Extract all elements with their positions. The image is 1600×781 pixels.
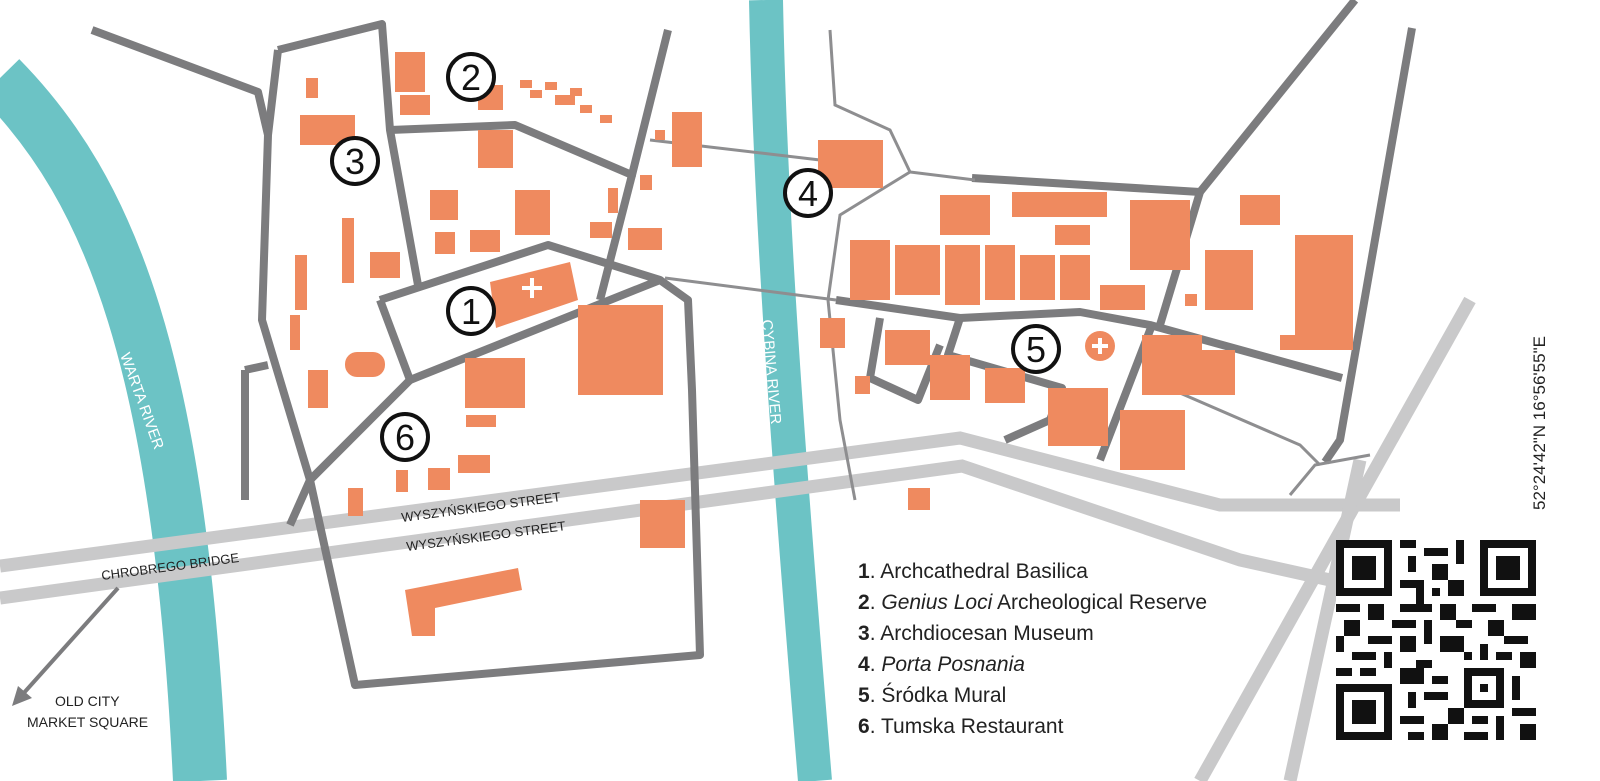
buildings [290,52,1353,636]
svg-text:4: 4 [798,173,818,214]
qr-code-icon[interactable] [1336,540,1536,740]
gps-coordinates: 52°24'42"N 16°56'55"E [1530,336,1549,510]
svg-text:3: 3 [345,141,365,182]
arrow-southwest-icon [12,586,120,706]
marker-5: 5 [1011,324,1061,374]
marker-4: 4 [783,168,833,218]
marker-6: 6 [380,412,430,462]
svg-text:5: 5 [1026,329,1046,370]
marker-1: 1 [446,286,496,336]
svg-text:2: 2 [461,57,481,98]
svg-text:6: 6 [395,417,415,458]
cybina-river [749,0,832,781]
main-roads [0,296,1476,781]
legend-item-3: 3. Archdiocesan Museum [858,622,1094,645]
streets [90,0,1416,689]
wyszynskiego-south-label: WYSZYŃSKIEGO STREET [405,518,566,554]
place-markers: 1 2 3 4 5 6 [330,52,1061,462]
svg-text:1: 1 [461,291,481,332]
church-cross-icon [522,278,542,298]
marker-3: 3 [330,136,380,186]
legend-item-1: 1. Archcathedral Basilica [858,560,1088,583]
warta-river [0,59,227,781]
map-legend: 1. Archcathedral Basilica 2. Genius Loci… [858,556,1207,742]
legend-item-2: 2. Genius Loci Archeological Reserve [858,591,1208,614]
legend-item-4: 4. Porta Posnania [858,653,1025,676]
marker-2: 2 [446,52,496,102]
old-city-label: OLD CITY [55,693,120,709]
market-square-label: MARKET SQUARE [27,714,148,730]
church-cross-icon [1085,331,1115,361]
legend-item-5: 5. Śródka Mural [858,684,1007,707]
legend-item-6: 6. Tumska Restaurant [858,715,1064,738]
